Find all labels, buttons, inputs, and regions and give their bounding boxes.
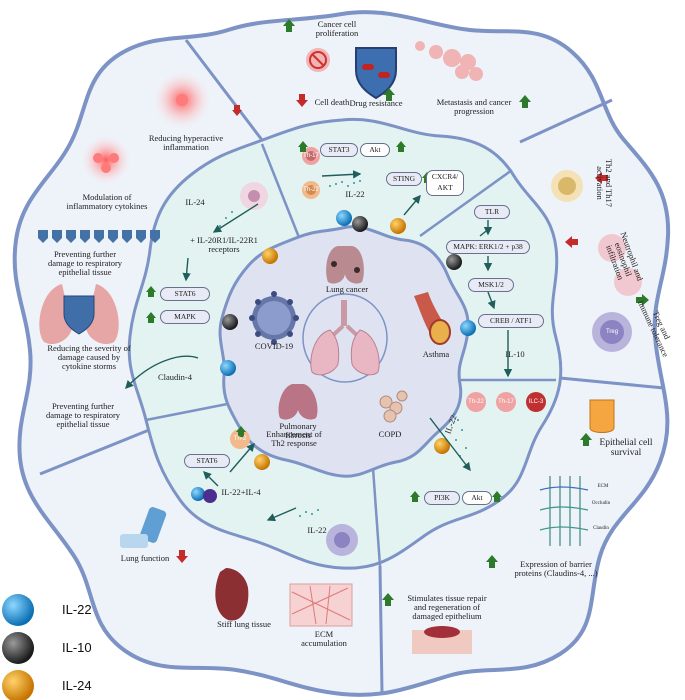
label-modulation: Modulation of inflammatory cytokines [66, 192, 148, 211]
label-stimulates: Stimulates tissue repair and regeneratio… [407, 593, 487, 621]
label-preventing-left: Preventing further damage to respiratory… [45, 401, 121, 429]
immune-cells [230, 147, 546, 556]
covid-virus-icon [249, 291, 299, 345]
label-ecm-accumulation: ECM accumulation [301, 629, 347, 648]
label-cell-death: Cell death [314, 97, 350, 107]
pill-tlr: TLR [474, 205, 510, 219]
fibrosis-lungs-icon [278, 384, 318, 420]
pill-cxcr4-akt: CXCR4/ AKT [426, 170, 464, 196]
copd-alveoli-icon [379, 390, 408, 423]
pill-stat6-left: STAT6 [160, 287, 210, 301]
label-fibrosis: Pulmonary fibrosis [279, 421, 317, 440]
label-il22-il4: IL-22+IL-4 [221, 487, 261, 497]
label-lung-function: Lung function [120, 553, 170, 563]
pill-mapk-left: MAPK [160, 310, 210, 324]
legend-il22: IL-22 [62, 602, 92, 617]
cell-death-icon [306, 48, 330, 72]
shield-row [38, 230, 160, 243]
epithelial-cell-icon [589, 399, 615, 433]
label-il24: IL-24 [185, 197, 205, 207]
lung-cancer-icon [326, 246, 364, 284]
cell-th22-right: Th-22 [468, 399, 484, 405]
label-enhancement: Enhancement of Th2 response [266, 429, 322, 448]
label-il10: IL-10 [505, 349, 525, 359]
inhaler-icon [120, 507, 167, 548]
cell-th2: Th-2 [233, 436, 247, 442]
pill-mapk-erk: MAPK: ERK1/2 + p38 [446, 240, 530, 254]
legend-spheres [2, 594, 34, 700]
label-occludin: Occludin [591, 501, 611, 506]
label-asthma: Asthma [422, 349, 450, 359]
cell-th22-top: Th-22 [303, 187, 319, 193]
pill-akt-right: Akt [462, 491, 492, 505]
pill-sting: STING [386, 172, 422, 186]
label-stiff-lung: Stiff lung tissue [217, 619, 271, 629]
label-il22-bottom: IL-22 [307, 525, 327, 535]
pill-msk: MSK1/2 [468, 278, 514, 292]
label-th2-th17: Th2 and Th17 activation [595, 158, 614, 207]
lungs-illustration [310, 300, 380, 376]
legend-il24: IL-24 [62, 678, 92, 693]
label-claudin-small: Claudin [593, 526, 609, 531]
drug-resistance-shield-icon [355, 47, 397, 100]
wound-tissue-icon [412, 630, 472, 654]
pill-akt-top: Akt [360, 143, 390, 157]
cell-treg: Treg [605, 329, 619, 335]
label-metastasis: Metastasis and cancer progression [436, 97, 512, 116]
metastasis-icon [415, 41, 483, 81]
down-arrows [176, 94, 608, 563]
stiff-lung-icon [215, 568, 249, 621]
pill-stat6-bottom: STAT6 [184, 454, 230, 468]
label-reducing-hyperactive: Reducing hyperactive inflammation [148, 133, 224, 152]
cell-th17: Th-17 [303, 153, 319, 159]
label-lung-cancer: Lung cancer [325, 284, 369, 294]
pill-stat3: STAT3 [320, 143, 358, 157]
label-expression: Expression of barrier proteins (Claudins… [514, 559, 598, 578]
cytokine-spheres [191, 210, 476, 503]
label-epithelial-survival: Epithelial cell survival [599, 438, 653, 458]
label-receptors: + IL-20R1/IL-22R1 receptors [190, 235, 258, 254]
label-cancer-proliferation: Cancer cell proliferation [315, 19, 359, 38]
label-copd: COPD [378, 429, 402, 439]
label-preventing-top: Preventing further damage to respiratory… [47, 249, 123, 277]
label-covid: COVID-19 [254, 341, 294, 351]
cell-th17-right: Th-17 [498, 399, 514, 405]
label-il22-top: IL-22 [345, 189, 365, 199]
pill-pi3k: PI3K [424, 491, 460, 505]
label-claudin4: Claudin-4 [158, 372, 192, 382]
legend-il10: IL-10 [62, 640, 92, 655]
shield-lung-icon [39, 284, 119, 345]
pill-creb: CREB / ATF1 [478, 314, 544, 328]
label-ecm-small: ECM [597, 484, 609, 489]
barrier-proteins-icon [539, 476, 589, 546]
label-reducing-severity: Reducing the severity of damage caused b… [47, 343, 131, 371]
asthma-airway-icon [414, 292, 451, 345]
cell-ilc3: ILC-3 [528, 399, 544, 405]
label-drug-resistance: Drug resistance [349, 98, 403, 108]
